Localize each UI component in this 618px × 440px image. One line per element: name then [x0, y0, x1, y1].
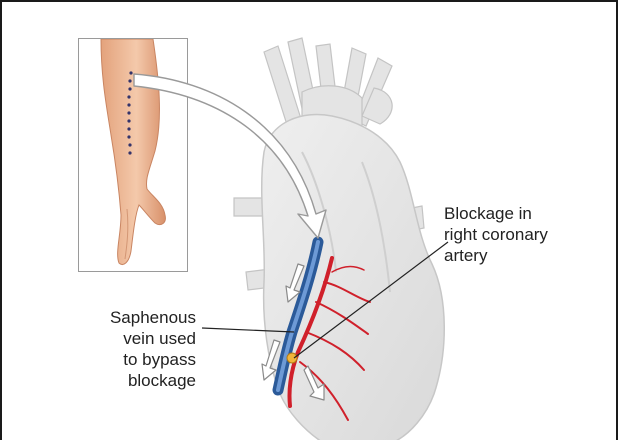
blockage-label: Blockage in right coronary artery: [444, 203, 548, 266]
blockage-marker: [287, 353, 297, 363]
vein-label: Saphenous vein used to bypass blockage: [110, 307, 196, 391]
